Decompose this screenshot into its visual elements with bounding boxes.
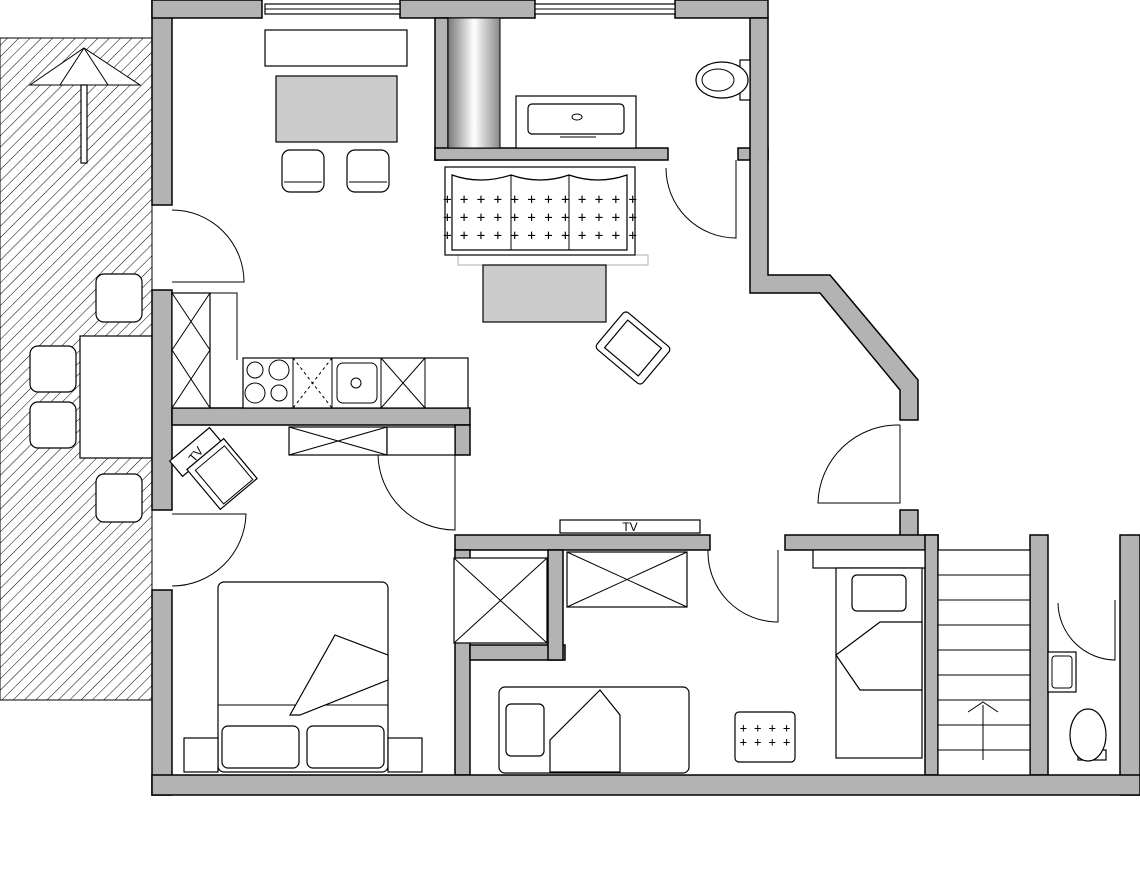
parasol-icon [28, 47, 142, 164]
doors [171, 160, 1116, 661]
kitchen [171, 292, 469, 409]
windows [264, 3, 676, 15]
coffee-table [482, 264, 607, 323]
toilet-icon [695, 59, 751, 101]
wc [1047, 651, 1107, 762]
dining-area [264, 29, 408, 193]
sofa: + + + + + + + + + + + + + + + + + + + + … [443, 166, 649, 266]
bedroom-left: TV [168, 426, 456, 773]
armchair [595, 311, 671, 385]
svg-text:+ + + +: + + + + [740, 735, 791, 749]
staircase [937, 549, 1031, 776]
svg-text:+ + + + + + + + + + + +: + + + + + + + + + + + + [443, 228, 637, 244]
bedroom-right [812, 549, 926, 759]
svg-text:+ + + + + + + + + + + +: + + + + + + + + + + + + [443, 192, 637, 208]
tv-label-living: TV [622, 520, 637, 534]
svg-text:+ + + +: + + + + [740, 721, 791, 735]
svg-text:+ + + + + + + + + + + +: + + + + + + + + + + + + [443, 210, 637, 226]
bathroom [447, 17, 751, 149]
terrace-table [29, 273, 153, 523]
bedroom-middle: + + + + + + + + [453, 551, 796, 774]
